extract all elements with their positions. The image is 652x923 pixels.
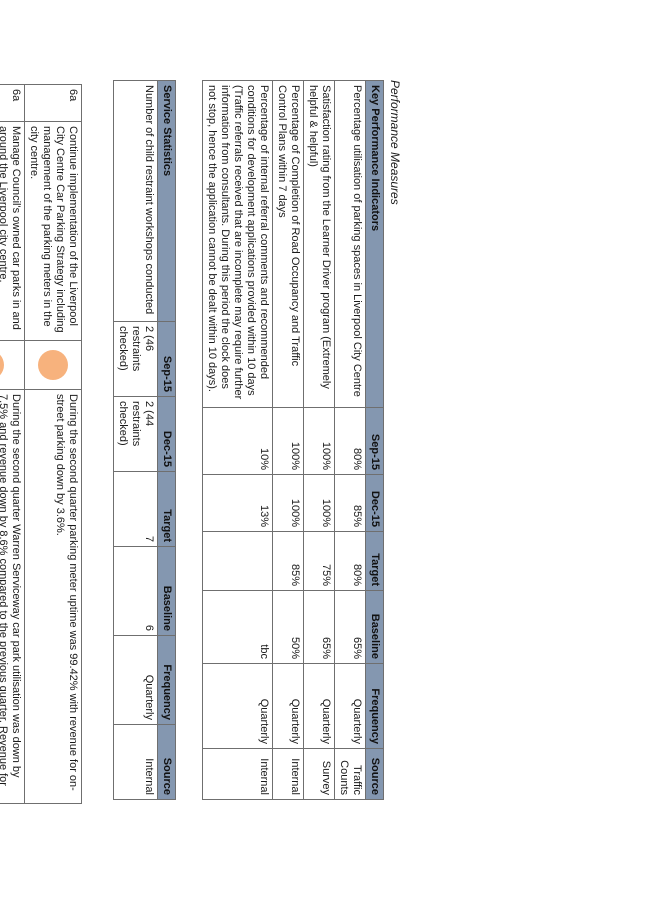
- service-value: 2 (44 restraints checked): [113, 396, 158, 472]
- kpi-indicator: Percentage of Completion of Road Occupan…: [272, 80, 304, 408]
- action-row: 6a Continue implementation of the Liverp…: [24, 84, 82, 804]
- service-header: Source: [157, 724, 176, 800]
- kpi-value: Survey: [303, 748, 335, 800]
- kpi-value: Internal: [272, 748, 304, 800]
- action-row: 6a Manage Council's owned car parks in a…: [0, 84, 25, 804]
- action-comment: During the second quarter parking meter …: [24, 389, 82, 804]
- service-value: Internal: [113, 724, 158, 800]
- action-table: 6a Continue implementation of the Liverp…: [0, 84, 82, 804]
- kpi-header: Baseline: [365, 590, 384, 664]
- service-statistic: Number of child restraint workshops cond…: [113, 80, 158, 322]
- status-indicator: [24, 340, 82, 390]
- kpi-value: Quarterly: [202, 663, 273, 749]
- service-header: Sep-15: [157, 321, 176, 397]
- service-value: 7: [113, 471, 158, 547]
- amber-status-dot: [0, 350, 5, 380]
- amber-status-dot: [38, 350, 68, 380]
- service-value: 6: [113, 546, 158, 636]
- service-header: Baseline: [157, 546, 176, 636]
- performance-measures-heading: Performance Measures: [388, 80, 402, 205]
- kpi-value: 65%: [303, 590, 335, 664]
- action-ref: 6a: [24, 84, 82, 122]
- service-header: Dec-15: [157, 396, 176, 472]
- kpi-header: Sep-15: [365, 407, 384, 475]
- kpi-value: Quarterly: [303, 663, 335, 749]
- kpi-value: Internal: [202, 748, 273, 800]
- kpi-table: Key Performance Indicators Sep-15 Dec-15…: [202, 80, 384, 800]
- kpi-value: 80%: [334, 407, 366, 475]
- kpi-header: Key Performance Indicators: [365, 80, 384, 408]
- action-text: Continue implementation of the Liverpool…: [24, 121, 82, 341]
- action-text: Manage Council's owned car parks in and …: [0, 121, 25, 341]
- status-indicator: [0, 340, 25, 390]
- kpi-value: 85%: [272, 531, 304, 591]
- service-header: Target: [157, 471, 176, 547]
- kpi-row: Percentage of Completion of Road Occupan…: [272, 80, 304, 800]
- kpi-value: tbc: [202, 590, 273, 664]
- kpi-row: Satisfaction rating from the Learner Dri…: [303, 80, 335, 800]
- kpi-value: Quarterly: [272, 663, 304, 749]
- kpi-header: Dec-15: [365, 474, 384, 532]
- kpi-value: 75%: [303, 531, 335, 591]
- kpi-value: 100%: [272, 474, 304, 532]
- service-header-row: Service Statistics Sep-15 Dec-15 Target …: [157, 80, 176, 800]
- service-header: Service Statistics: [157, 80, 176, 322]
- service-header: Frequency: [157, 635, 176, 725]
- kpi-indicator: Satisfaction rating from the Learner Dri…: [303, 80, 335, 408]
- service-statistics-table: Service Statistics Sep-15 Dec-15 Target …: [113, 80, 176, 800]
- action-ref: 6a: [0, 84, 25, 122]
- kpi-value: 50%: [272, 590, 304, 664]
- kpi-row: Percentage utilisation of parking spaces…: [334, 80, 366, 800]
- kpi-value: 80%: [334, 531, 366, 591]
- kpi-header: Frequency: [365, 663, 384, 749]
- service-value: Quarterly: [113, 635, 158, 725]
- kpi-value: 100%: [272, 407, 304, 475]
- kpi-row: Percentage of internal referral comments…: [202, 80, 273, 800]
- kpi-value: 13%: [202, 474, 273, 532]
- kpi-value: Traffic Counts: [334, 748, 366, 800]
- service-row: Number of child restraint workshops cond…: [113, 80, 158, 800]
- kpi-header-row: Key Performance Indicators Sep-15 Dec-15…: [365, 80, 384, 800]
- kpi-indicator: Percentage utilisation of parking spaces…: [334, 80, 366, 408]
- kpi-value: 100%: [303, 474, 335, 532]
- kpi-value: 65%: [334, 590, 366, 664]
- kpi-value: Quarterly: [334, 663, 366, 749]
- kpi-value: [202, 531, 273, 591]
- service-value: 2 (46 restraints checked): [113, 321, 158, 397]
- action-comment: During the second quarter Warren Service…: [0, 389, 25, 804]
- kpi-value: 10%: [202, 407, 273, 475]
- kpi-header: Target: [365, 531, 384, 591]
- kpi-value: 100%: [303, 407, 335, 475]
- kpi-header: Source: [365, 748, 384, 800]
- kpi-indicator: Percentage of internal referral comments…: [202, 80, 273, 408]
- kpi-value: 85%: [334, 474, 366, 532]
